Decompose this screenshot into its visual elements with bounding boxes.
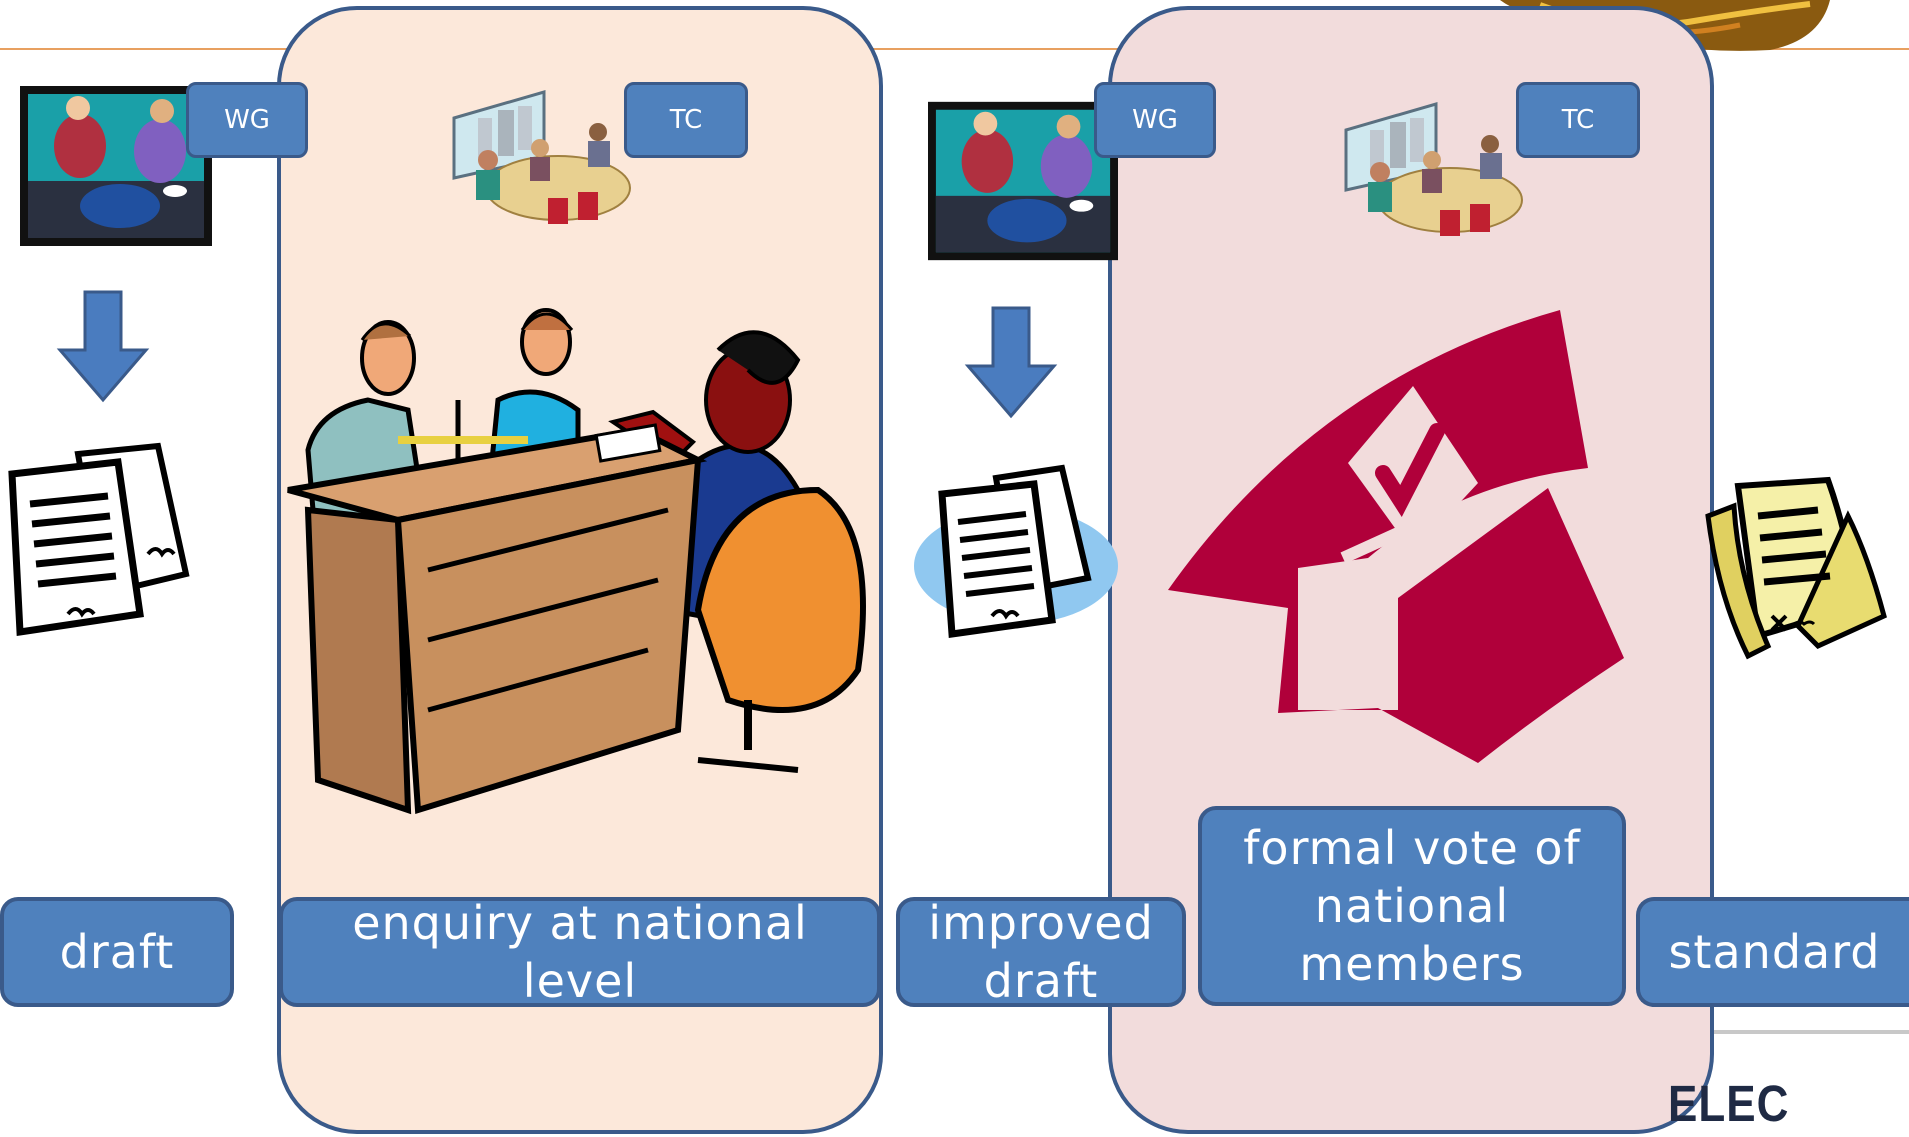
document-icon <box>8 442 190 637</box>
rolled-document-icon <box>1705 476 1887 660</box>
enquiry-label: enquiry at national level <box>279 897 881 1007</box>
down-arrow-icon <box>964 306 1058 419</box>
ballot-box-icon <box>1168 310 1624 763</box>
improved-draft-label: improved draft <box>896 897 1186 1007</box>
header-rule <box>0 48 1909 50</box>
footer-rule <box>1714 1030 1909 1034</box>
enquiry-label-text: enquiry at national level <box>352 897 808 1007</box>
tc-badge-2-label: TC <box>1561 105 1595 135</box>
down-arrow-icon <box>56 290 150 403</box>
draft-label-text: draft <box>59 925 175 979</box>
meeting-clipart-icon <box>20 86 212 246</box>
standard-label-text: standard <box>1668 925 1881 979</box>
meeting-clipart-icon <box>928 101 1118 261</box>
logo-text-fragment: ELEC <box>1668 1076 1790 1133</box>
formal-vote-label: formal vote of national members <box>1198 806 1626 1006</box>
standard-label: standard <box>1636 897 1909 1007</box>
conference-clipart-icon <box>1344 102 1523 236</box>
document-icon <box>914 464 1118 638</box>
wg-badge-2: WG <box>1094 82 1216 158</box>
wg-badge-2-label: WG <box>1132 105 1178 135</box>
conference-clipart-icon <box>452 90 631 224</box>
tc-badge-label: TC <box>669 105 703 135</box>
draft-label: draft <box>0 897 234 1007</box>
wg-badge: WG <box>186 82 308 158</box>
formal-vote-label-text: formal vote of national members <box>1243 821 1581 991</box>
tc-badge: TC <box>624 82 748 158</box>
improved-draft-label-text: improved draft <box>928 897 1154 1007</box>
wg-badge-label: WG <box>224 105 270 135</box>
negotiation-clipart-icon <box>287 308 866 815</box>
tc-badge-2: TC <box>1516 82 1640 158</box>
logo-text: ELEC <box>1668 1076 1789 1134</box>
